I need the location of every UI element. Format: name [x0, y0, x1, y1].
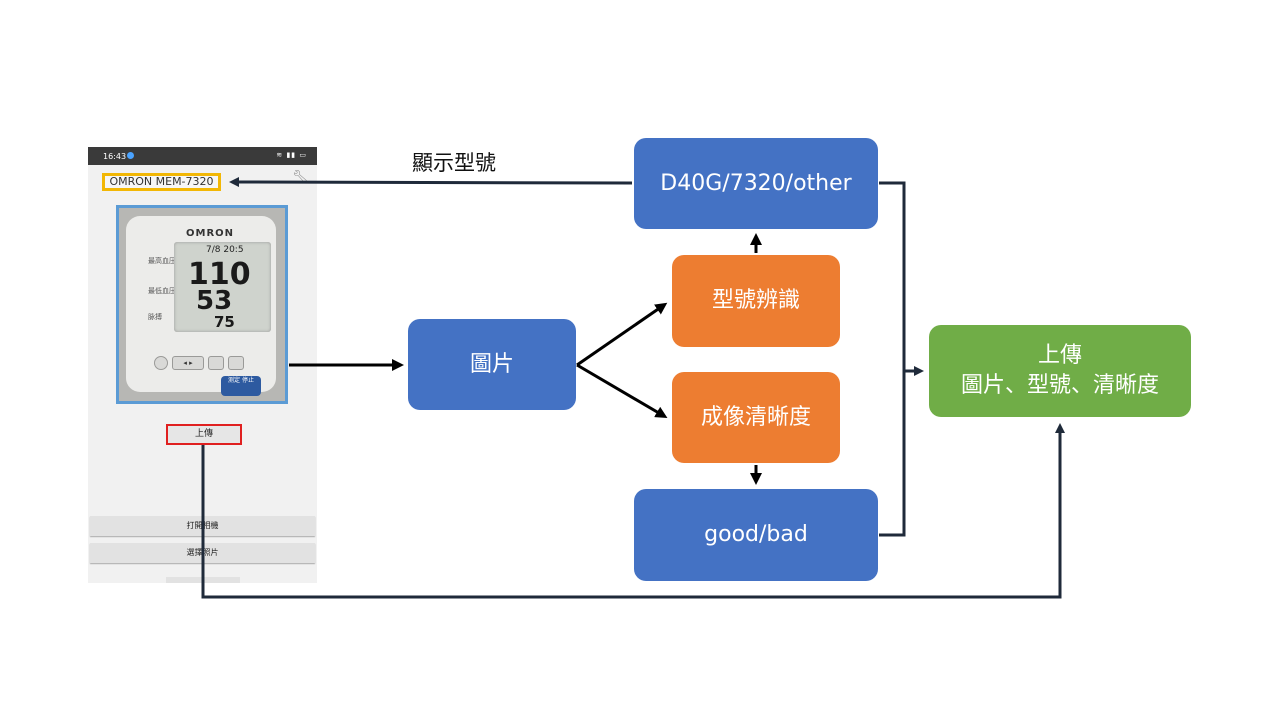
arrow-image-to-model — [576, 302, 668, 367]
arrow-upload-button-to-upload — [201, 423, 1065, 599]
blood-pressure-photo: OMRON 最高血压 最低血压 脉搏 7/8 20:5 110 53 75 ◂ … — [116, 205, 288, 404]
lcd-systolic: 110 — [188, 257, 251, 292]
device-arrow-buttons: ◂ ▸ — [172, 356, 204, 370]
model-recognition-box: 型號辨識 — [672, 255, 840, 347]
device-brand: OMRON — [186, 228, 235, 239]
clarity-box: 成像清晰度 — [672, 372, 840, 463]
device-body: OMRON 最高血压 最低血压 脉搏 7/8 20:5 110 53 75 ◂ … — [126, 216, 276, 396]
systolic-label: 最高血压 — [148, 257, 176, 265]
device-button — [154, 356, 168, 370]
upload-box-items: 圖片、型號、清晰度 — [960, 373, 1159, 398]
arrow-image-to-clarity — [576, 363, 668, 419]
lcd-date: 7/8 20:5 — [206, 245, 244, 255]
device-button — [228, 356, 244, 370]
arrow-show-model — [229, 177, 633, 188]
model-name-label: OMRON MEM-7320 — [102, 173, 221, 191]
pulse-label: 脉搏 — [148, 313, 162, 321]
phone-screenshot: 16:43 ≋ ▮▮ ▭ OMRON MEM-7320 🔧︎ OMRON 最高血… — [88, 147, 317, 583]
upload-box-title: 上傳 — [1037, 343, 1082, 368]
device-button — [208, 356, 224, 370]
device-start-stop-button: 测定 停止 — [221, 376, 261, 396]
arrow-quality-to-upload — [879, 371, 906, 537]
device-button-row: ◂ ▸ — [154, 356, 264, 370]
status-time: 16:43 — [103, 152, 127, 161]
notification-icon — [127, 152, 134, 159]
show-model-label: 顯示型號 — [412, 151, 496, 175]
diastolic-label: 最低血压 — [148, 287, 176, 295]
device-lcd: 7/8 20:5 110 53 75 — [174, 242, 271, 332]
lcd-pulse: 75 — [214, 313, 235, 331]
status-icons: ≋ ▮▮ ▭ — [276, 151, 307, 159]
upload-button[interactable]: 上傳 — [166, 424, 242, 445]
lcd-diastolic: 53 — [196, 286, 233, 316]
quality-output-box: good/bad — [634, 489, 878, 581]
upload-box: 上傳 圖片、型號、清晰度 — [929, 325, 1191, 417]
model-output-box: D40G/7320/other — [634, 138, 878, 229]
image-box: 圖片 — [408, 319, 576, 410]
arrow-model-output-to-upload — [879, 181, 906, 371]
status-bar: 16:43 ≋ ▮▮ ▭ — [88, 147, 317, 165]
